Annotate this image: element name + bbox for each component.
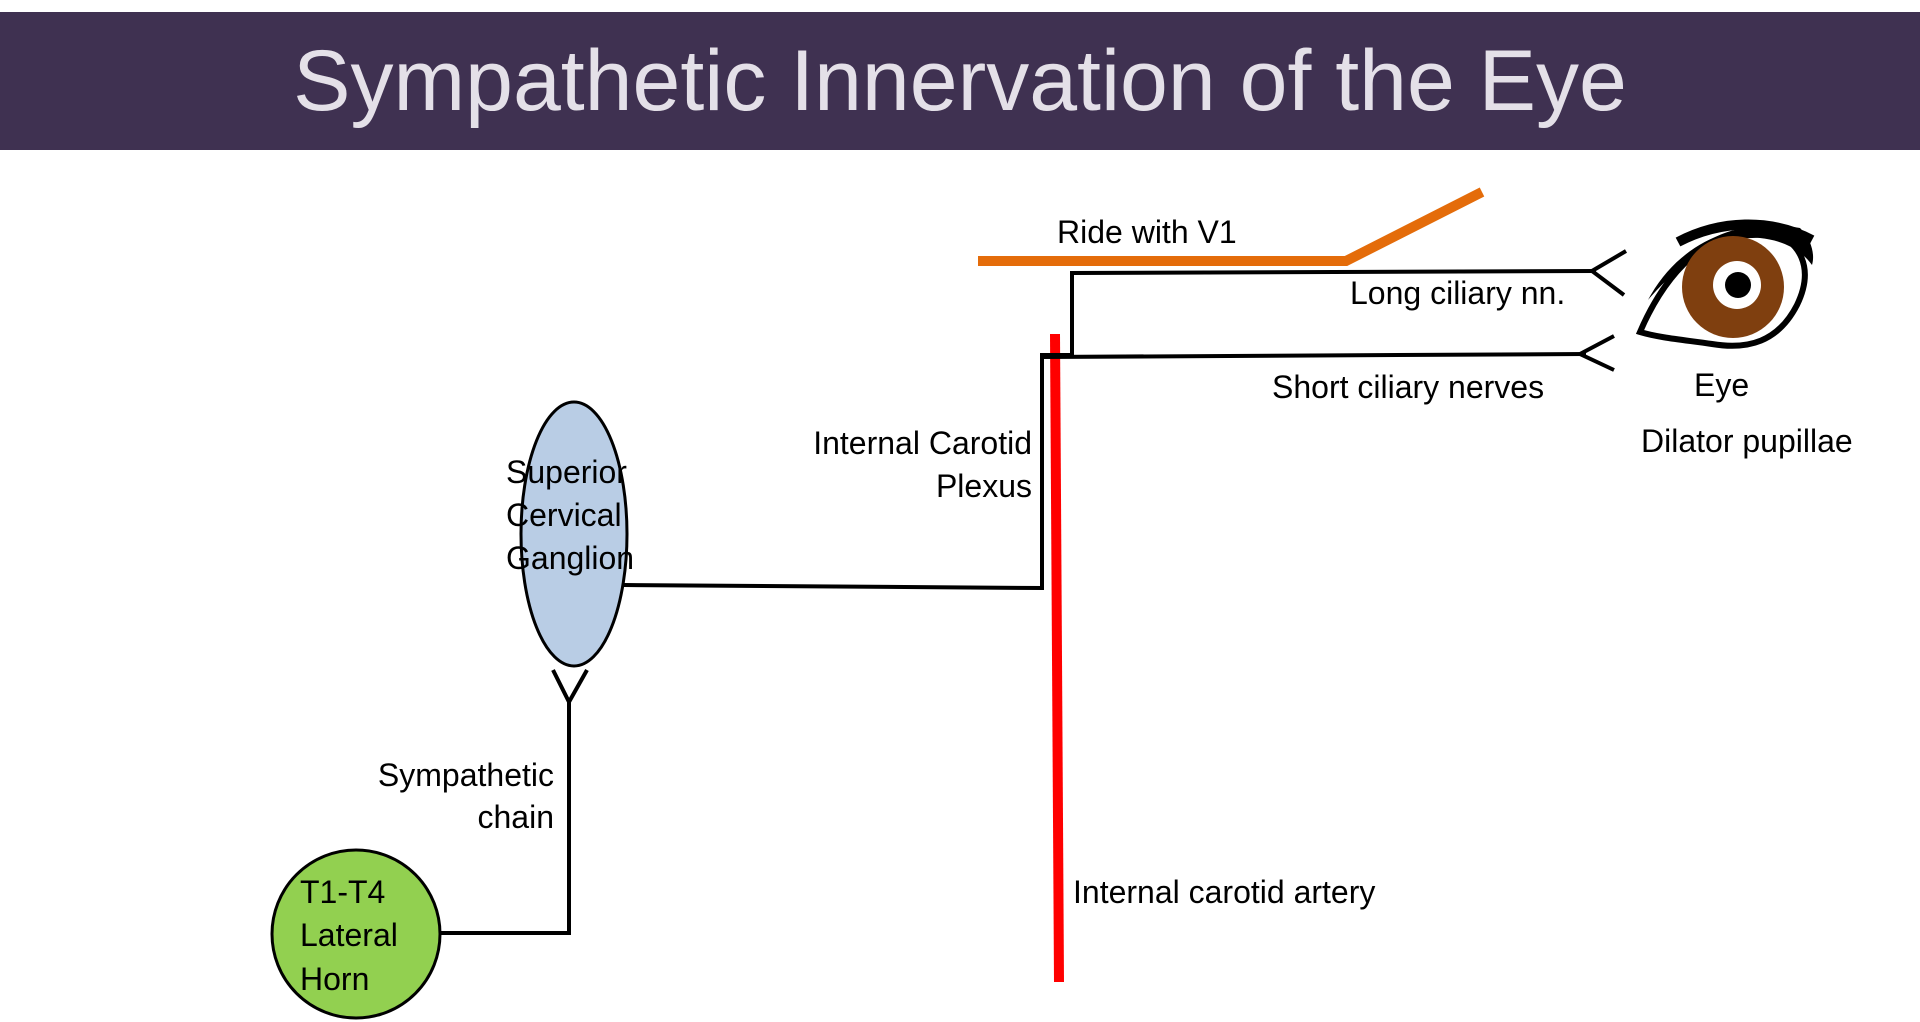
synapse-fork bbox=[551, 669, 589, 707]
label-scg-line1: Superior bbox=[506, 454, 627, 490]
long-ciliary-nerve-line bbox=[1070, 269, 1597, 357]
eye-lid-top bbox=[1675, 219, 1815, 247]
short-ciliary-nerve-line bbox=[1041, 352, 1587, 359]
long-ciliary-terminal bbox=[1588, 249, 1628, 297]
label-icp-line1: Internal Carotid bbox=[813, 425, 1032, 461]
label-dilator-pupillae: Dilator pupillae bbox=[1641, 423, 1853, 459]
internal-carotid-artery-line bbox=[1050, 333, 1064, 983]
title-bar: Sympathetic Innervation of the Eye bbox=[0, 12, 1920, 150]
superior-cervical-ganglion bbox=[519, 400, 629, 668]
label-ride-with-v1: Ride with V1 bbox=[1057, 214, 1237, 250]
label-horn-line3: Horn bbox=[300, 961, 369, 997]
label-scg-line3: Ganglion bbox=[506, 540, 634, 576]
label-horn-line1: T1-T4 bbox=[300, 874, 385, 910]
label-horn-line2: Lateral bbox=[300, 917, 398, 953]
label-long-ciliary: Long ciliary nn. bbox=[1350, 275, 1565, 311]
label-scg-line2: Cervical bbox=[506, 497, 622, 533]
label-icp-line2: Plexus bbox=[936, 468, 1032, 504]
eye-icon bbox=[1635, 219, 1815, 349]
short-ciliary-terminal bbox=[1575, 334, 1615, 372]
label-chain-line2: chain bbox=[478, 799, 555, 835]
page-title: Sympathetic Innervation of the Eye bbox=[293, 33, 1627, 129]
eye-pupil bbox=[1725, 272, 1751, 298]
label-eye: Eye bbox=[1694, 367, 1749, 403]
v1-nerve-line bbox=[978, 187, 1485, 266]
label-short-ciliary: Short ciliary nerves bbox=[1272, 369, 1544, 405]
label-chain-line1: Sympathetic bbox=[378, 757, 554, 793]
sympathetic-chain-line bbox=[440, 700, 571, 935]
label-internal-carotid-artery: Internal carotid artery bbox=[1073, 874, 1375, 910]
lateral-horn-circle bbox=[270, 848, 442, 1020]
